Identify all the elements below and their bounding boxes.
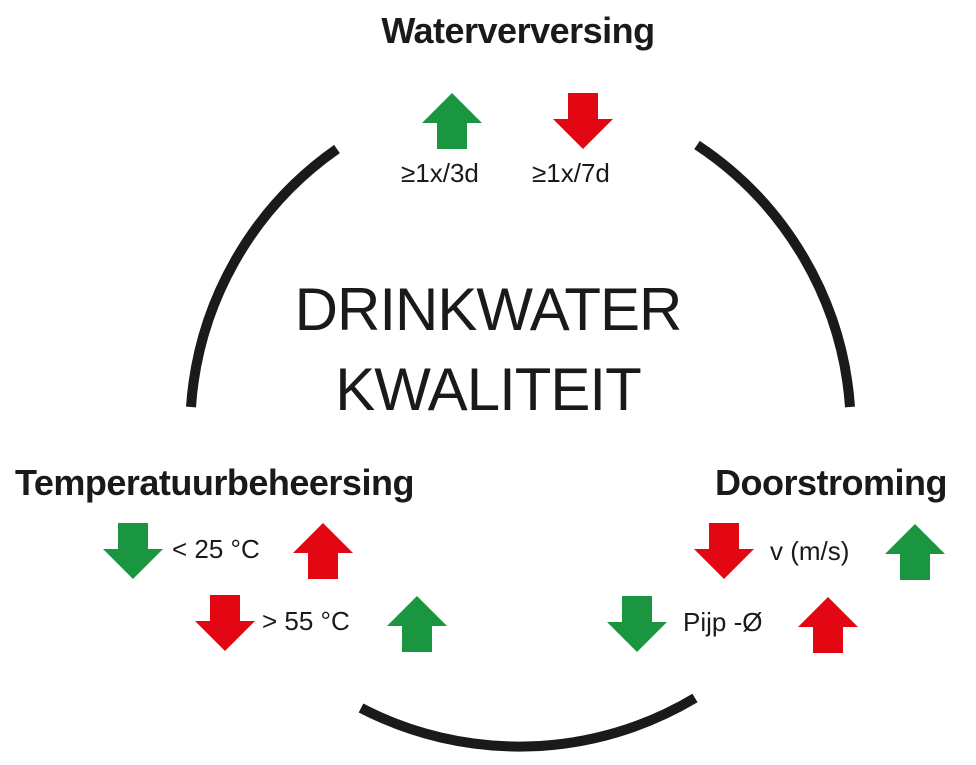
green-down-arrow-icon xyxy=(103,523,163,579)
red-down-arrow-icon xyxy=(195,595,255,651)
waterverversing-heading: Waterverversing xyxy=(381,10,655,51)
ring-arc-left xyxy=(186,144,340,408)
temperatuur-row2-label: > 55 °C xyxy=(262,606,350,636)
green-up-arrow-icon xyxy=(387,596,447,652)
waterverversing-bad-label: ≥1x/7d xyxy=(532,158,610,188)
doorstroming-row2-label: Pijp -Ø xyxy=(683,607,763,637)
doorstroming-heading: Doorstroming xyxy=(715,462,948,503)
green-up-arrow-icon xyxy=(885,524,945,580)
red-down-arrow-icon xyxy=(553,93,613,149)
red-up-arrow-icon xyxy=(798,597,858,653)
ring-arc-bottom xyxy=(358,693,698,752)
ring-arc-right xyxy=(694,140,855,408)
red-up-arrow-icon xyxy=(293,523,353,579)
green-down-arrow-icon xyxy=(607,596,667,652)
center-title-line-1: DRINKWATER xyxy=(294,276,683,343)
center-title-line-2: KWALITEIT xyxy=(335,356,641,423)
temperatuur-heading: Temperatuurbeheersing xyxy=(15,462,414,503)
temperatuur-row1-label: < 25 °C xyxy=(172,534,260,564)
green-up-arrow-icon xyxy=(422,93,482,149)
doorstroming-row1-label: v (m/s) xyxy=(770,536,850,566)
red-down-arrow-icon xyxy=(694,523,754,579)
waterverversing-good-label: ≥1x/3d xyxy=(401,158,479,188)
